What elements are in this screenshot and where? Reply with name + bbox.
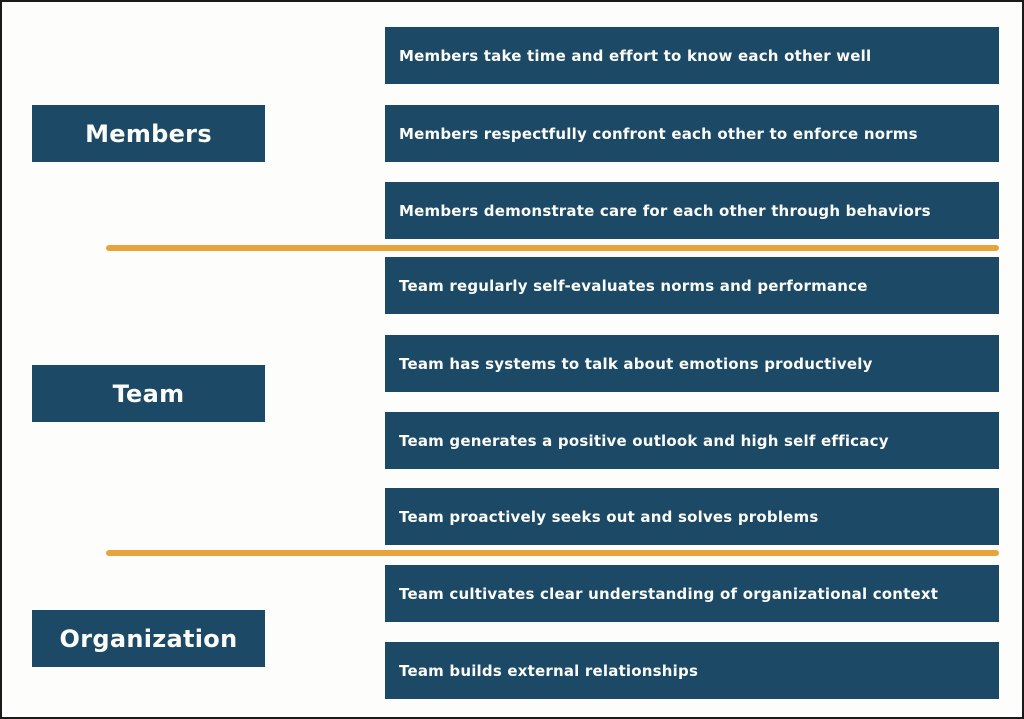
category-box-members: Members bbox=[32, 105, 265, 162]
item-box-team-4: Team proactively seeks out and solves pr… bbox=[385, 488, 999, 545]
item-box-members-3: Members demonstrate care for each other … bbox=[385, 182, 999, 239]
category-box-organization: Organization bbox=[32, 610, 265, 667]
item-box-organization-2: Team builds external relationships bbox=[385, 642, 999, 699]
item-box-team-3: Team generates a positive outlook and hi… bbox=[385, 412, 999, 469]
item-box-members-1: Members take time and effort to know eac… bbox=[385, 27, 999, 84]
item-box-members-2: Members respectfully confront each other… bbox=[385, 105, 999, 162]
item-box-team-1: Team regularly self-evaluates norms and … bbox=[385, 257, 999, 314]
item-box-organization-1: Team cultivates clear understanding of o… bbox=[385, 565, 999, 622]
divider-line-members-team bbox=[106, 245, 999, 251]
divider-line-team-organization bbox=[106, 550, 999, 556]
item-box-team-2: Team has systems to talk about emotions … bbox=[385, 335, 999, 392]
category-box-team: Team bbox=[32, 365, 265, 422]
